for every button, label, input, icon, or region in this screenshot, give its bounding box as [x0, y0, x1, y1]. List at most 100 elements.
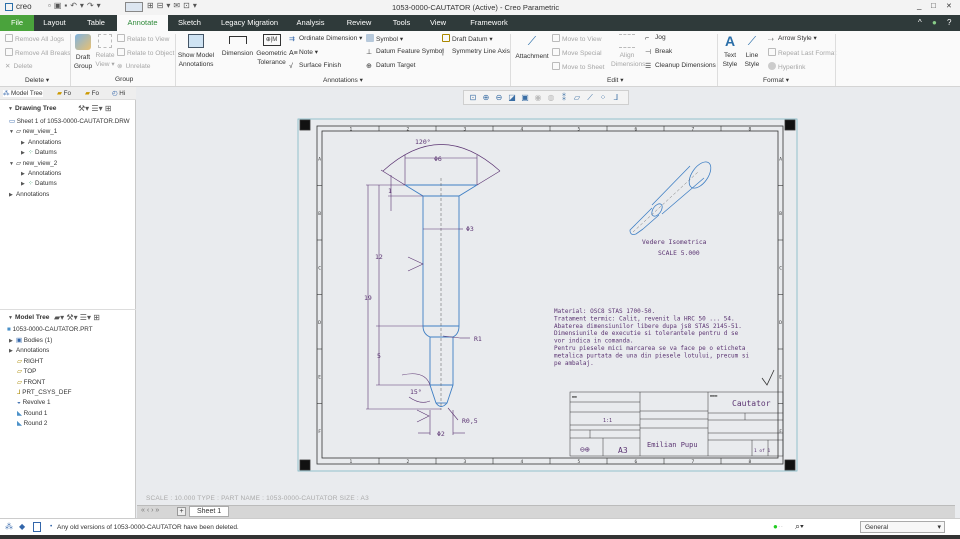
- collapse-ribbon-icon[interactable]: ^: [918, 18, 922, 27]
- group-label-delete[interactable]: Delete ▾: [25, 77, 50, 84]
- tab-folder-browser[interactable]: ▰ Fo: [57, 90, 71, 97]
- csys-display-icon[interactable]: ⅃: [613, 92, 619, 102]
- tab-analysis[interactable]: Analysis: [296, 18, 325, 27]
- display-style-icon[interactable]: ▣: [521, 92, 529, 102]
- datum-target-button[interactable]: ⊕Datum Target: [366, 62, 416, 70]
- datum-axes-icon[interactable]: ⟋: [587, 92, 593, 102]
- model-tree-settings-icon[interactable]: ▰▾ ⚒▾ ☰▾ ⊞: [54, 313, 100, 322]
- zoom-out-icon[interactable]: ⊖: [495, 92, 503, 102]
- tree-item-right[interactable]: ▱ RIGHT: [17, 358, 44, 365]
- tree-item-annotations[interactable]: ▶Annotations: [21, 139, 62, 146]
- tree-item-bodies[interactable]: ▶▣ Bodies (1): [9, 337, 53, 344]
- break-button[interactable]: ⊣Break: [645, 48, 673, 56]
- dim-diameter-3[interactable]: Φ3: [466, 225, 474, 233]
- jog-button[interactable]: ⌐Jog: [645, 34, 666, 42]
- refit-icon[interactable]: ⊡: [469, 92, 477, 102]
- tree-item-part[interactable]: ■ 1053-0000-CAUTATOR.PRT: [7, 326, 93, 333]
- cleanup-dimensions-button[interactable]: ☰Cleanup Dimensions: [645, 62, 716, 70]
- tab-favorites[interactable]: ▰ Fo: [85, 90, 99, 97]
- group-label-annotations[interactable]: Annotations ▾: [323, 77, 363, 84]
- group-label-format[interactable]: Format ▾: [763, 77, 790, 84]
- datum-points-icon[interactable]: ⁘: [599, 92, 607, 102]
- move-to-view-button[interactable]: Move to View: [552, 34, 601, 43]
- tab-legacy-migration[interactable]: Legacy Migration: [220, 18, 279, 27]
- close-button[interactable]: ✕: [946, 3, 952, 10]
- quick-access-tools[interactable]: ⊞⊟▾✉⊡▾: [147, 1, 200, 10]
- tree-item-view[interactable]: ▼▱ new_view_1: [9, 128, 58, 135]
- help-icon[interactable]: ?: [947, 18, 952, 27]
- drawing-tree-header[interactable]: ▼Drawing Tree: [8, 105, 57, 112]
- dim-diameter-6[interactable]: Φ6: [434, 155, 442, 163]
- tree-item-csys[interactable]: ⅃ PRT_CSYS_DEF: [17, 389, 72, 396]
- tree-item-revolve[interactable]: ◒ Revolve 1: [17, 399, 51, 406]
- title-block[interactable]: [569, 391, 784, 457]
- symmetry-line-axis-button[interactable]: ¦Symmetry Line Axis: [442, 48, 510, 56]
- tree-item-front[interactable]: ▱ FRONT: [17, 379, 46, 386]
- tree-item-annotations[interactable]: ▶Annotations: [9, 347, 50, 354]
- datum-planes-icon[interactable]: ▱: [573, 92, 581, 102]
- sheet-navigation-arrows[interactable]: « ‹ › »: [141, 507, 160, 514]
- surface-finish-button[interactable]: √Surface Finish: [289, 62, 342, 70]
- move-special-button[interactable]: Move Special: [552, 48, 602, 57]
- attachment-button[interactable]: ⟋Attachment: [515, 34, 549, 60]
- unrelate-button[interactable]: ⊗Unrelate: [117, 63, 151, 70]
- browser-toggle-icon[interactable]: ◆: [19, 522, 26, 531]
- zoom-in-icon[interactable]: ⊕: [482, 92, 490, 102]
- tab-table[interactable]: Table: [87, 18, 105, 27]
- front-view[interactable]: [403, 178, 479, 410]
- tree-item-datums[interactable]: ▶⁘ Datums: [21, 180, 57, 187]
- dim-diameter-2[interactable]: Φ2: [437, 430, 445, 438]
- tab-annotate[interactable]: Annotate: [117, 15, 168, 31]
- tree-settings-icon[interactable]: ⚒▾ ☰▾ ⊞: [78, 104, 112, 113]
- maximize-button[interactable]: □: [931, 1, 936, 10]
- remove-all-breaks-button[interactable]: Remove All Breaks: [5, 48, 71, 57]
- dimension-button[interactable]: Dimension: [221, 34, 254, 58]
- tab-view[interactable]: View: [429, 18, 447, 27]
- arrow-style-button[interactable]: ⤑Arrow Style ▾: [768, 35, 817, 43]
- tab-file[interactable]: File: [0, 15, 34, 31]
- dim-radius-1[interactable]: R1: [474, 335, 482, 343]
- isometric-view[interactable]: [629, 158, 715, 235]
- view-manager-icon[interactable]: ◍: [547, 92, 555, 102]
- ordinate-dimension-button[interactable]: ⇉Ordinate Dimension ▾: [289, 35, 363, 43]
- move-to-sheet-button[interactable]: Move to Sheet: [552, 62, 605, 71]
- tab-framework[interactable]: Framework: [470, 18, 508, 27]
- select-box-icon[interactable]: [125, 2, 143, 12]
- relate-to-object-button[interactable]: Relate to Object: [117, 48, 174, 57]
- tree-item-datums[interactable]: ▶⁘ Datums: [21, 149, 57, 156]
- tab-review[interactable]: Review: [346, 18, 372, 27]
- saved-views-icon[interactable]: ◉: [534, 92, 542, 102]
- draft-datum-button[interactable]: Draft Datum ▾: [442, 34, 493, 43]
- dim-angle-15[interactable]: 15°: [410, 388, 422, 396]
- tab-model-tree[interactable]: ⁂ Model Tree: [3, 90, 43, 97]
- dim-radius-0-5[interactable]: R0,5: [462, 417, 478, 425]
- tree-item-annotations[interactable]: ▶Annotations: [21, 170, 62, 177]
- dim-length-12[interactable]: 12: [375, 253, 383, 261]
- selection-filter-dropdown[interactable]: General ▾: [860, 521, 945, 533]
- group-label-edit[interactable]: Edit ▾: [607, 77, 624, 84]
- tree-item-annotations[interactable]: ▶Annotations: [9, 191, 50, 198]
- tree-item-round-1[interactable]: ◣ Round 1: [17, 410, 48, 417]
- navigator-toggle-icon[interactable]: ⁂: [5, 522, 13, 531]
- hyperlink-button[interactable]: Hyperlink: [768, 62, 805, 71]
- general-notes[interactable]: Material: OSC8 STAS 1700-50.Tratament te…: [554, 308, 749, 367]
- add-sheet-button[interactable]: +: [177, 507, 186, 516]
- dim-length-19[interactable]: 19: [364, 294, 372, 302]
- model-tree-header[interactable]: ▼Model Tree: [8, 314, 50, 321]
- dim-length-5[interactable]: 5: [377, 352, 381, 360]
- tree-item-top[interactable]: ▱ TOP: [17, 368, 37, 375]
- tab-sketch[interactable]: Sketch: [178, 18, 201, 27]
- tree-item-round-2[interactable]: ◣ Round 2: [17, 420, 48, 427]
- delete-button[interactable]: ✕Delete: [5, 63, 33, 70]
- repaint-icon[interactable]: ◪: [508, 92, 516, 102]
- fullscreen-icon[interactable]: [33, 522, 41, 532]
- sheet-tab-1[interactable]: Sheet 1: [189, 506, 230, 517]
